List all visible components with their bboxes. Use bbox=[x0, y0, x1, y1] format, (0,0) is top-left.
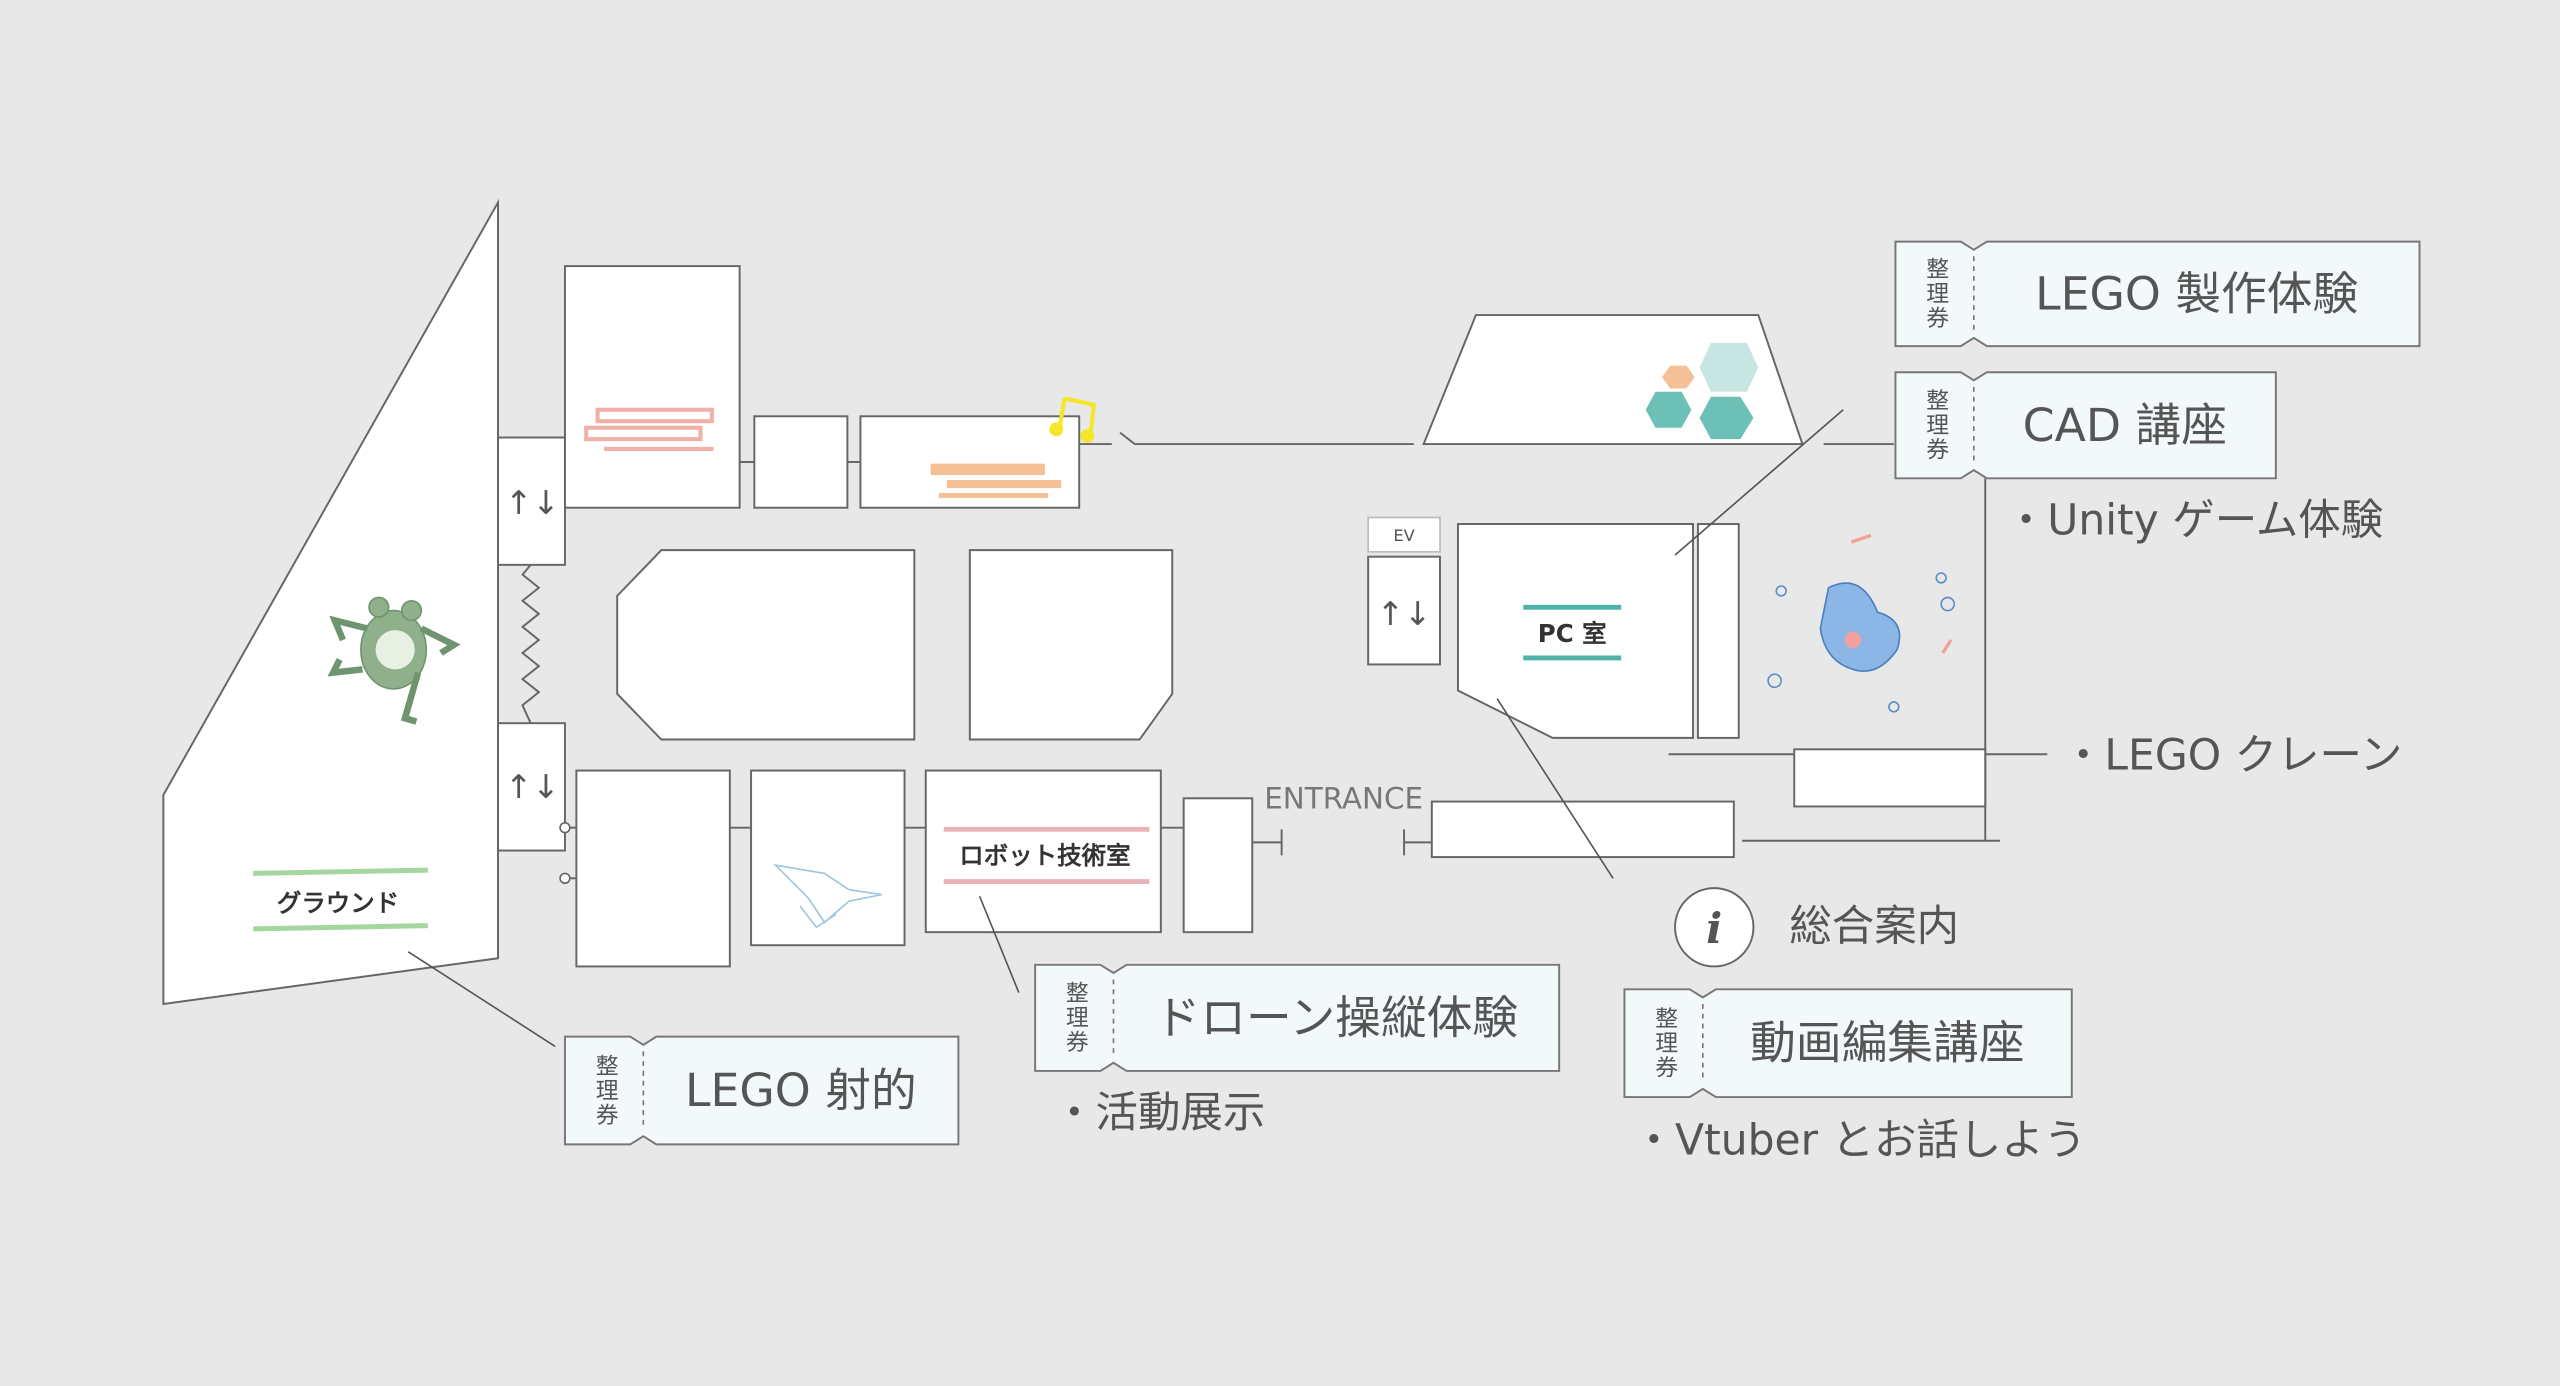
ticket-shape bbox=[1034, 963, 1561, 1072]
pink-stripes bbox=[584, 407, 714, 451]
room-entrance-hall[interactable] bbox=[1430, 800, 1735, 859]
door-marker bbox=[559, 821, 571, 834]
leader-line bbox=[1496, 698, 1614, 879]
ticket-label: ドローン操縦体験 bbox=[1155, 991, 1518, 1044]
ground-area[interactable] bbox=[162, 198, 500, 1006]
pc-room-label: PC 室 bbox=[1538, 619, 1607, 648]
bullet-vtuber: ・Vtuber とお話しよう bbox=[1633, 1117, 2087, 1166]
room-lego-crane[interactable] bbox=[1793, 748, 1987, 808]
room-small[interactable] bbox=[753, 415, 849, 509]
ticket-cad[interactable]: 整理券 CAD 講座 bbox=[1894, 371, 2277, 480]
drone-icon bbox=[773, 864, 882, 929]
room-bottom-small[interactable] bbox=[1182, 797, 1254, 934]
leader-line bbox=[1674, 409, 1844, 556]
ticket-stub-label: 整理券 bbox=[1922, 257, 1949, 330]
stairs-lower[interactable] bbox=[497, 722, 566, 852]
orange-stripes bbox=[930, 463, 1062, 498]
room-music-1[interactable] bbox=[563, 265, 741, 509]
ticket-stub-label: 整理券 bbox=[1651, 1006, 1678, 1079]
elevator-icon: ↑↓ bbox=[1377, 595, 1432, 633]
room-bottom-1[interactable] bbox=[575, 769, 731, 968]
room-robot[interactable] bbox=[924, 769, 1162, 934]
ticket-stub-label: 整理券 bbox=[591, 1054, 618, 1127]
room-music-2[interactable] bbox=[859, 415, 1081, 509]
ground-label: グラウンド bbox=[277, 888, 399, 917]
leader-line bbox=[978, 895, 1020, 993]
zigzag-connector bbox=[520, 564, 541, 724]
ticket-lego-shooting[interactable]: 整理券 LEGO 射的 bbox=[563, 1035, 960, 1146]
ticket-drone[interactable]: 整理券 ドローン操縦体験 bbox=[1034, 963, 1561, 1072]
frog-icon bbox=[327, 596, 461, 725]
hexagon-icon bbox=[1645, 342, 1759, 440]
ticket-shape bbox=[563, 1035, 960, 1146]
elevator[interactable] bbox=[1367, 555, 1441, 666]
ticket-label: 動画編集講座 bbox=[1750, 1017, 2024, 1070]
bullet-lego-crane: ・LEGO クレーン bbox=[2062, 731, 2402, 780]
stairs-icon: ↑↓ bbox=[505, 484, 560, 522]
entrance-label: ENTRANCE bbox=[1264, 781, 1423, 815]
room-middle-1[interactable] bbox=[616, 549, 916, 741]
ticket-shape bbox=[1623, 988, 2073, 1099]
room-pc[interactable] bbox=[1456, 523, 1695, 739]
ticket-stub-label: 整理券 bbox=[1922, 389, 1949, 462]
ticket-label: LEGO 射的 bbox=[685, 1064, 917, 1117]
info-label: 総合案内 bbox=[1789, 903, 1959, 952]
butterfly-character-icon bbox=[1767, 533, 1956, 713]
stairs-icon: ↑↓ bbox=[505, 768, 560, 806]
bullet-unity: ・Unity ゲーム体験 bbox=[2005, 496, 2383, 545]
robot-room-label: ロボット技術室 bbox=[959, 841, 1130, 870]
info-icon-glyph: i bbox=[1706, 904, 1722, 954]
music-note-icon bbox=[1049, 396, 1097, 443]
ev-label-box bbox=[1367, 516, 1441, 553]
door-marker bbox=[559, 872, 571, 885]
ground-label-line-top bbox=[253, 867, 428, 876]
corridor-wall-top bbox=[1119, 431, 1414, 446]
stairs-upper[interactable] bbox=[497, 436, 566, 566]
ticket-shape bbox=[1894, 240, 2421, 348]
room-middle-2[interactable] bbox=[968, 549, 1174, 741]
room-narrow[interactable] bbox=[1696, 523, 1740, 739]
ticket-lego-making[interactable]: 整理券 LEGO 製作体験 bbox=[1894, 240, 2421, 348]
bullet-activity-display: ・活動展示 bbox=[1053, 1089, 1265, 1138]
ticket-stub-label: 整理券 bbox=[1061, 981, 1088, 1054]
ev-label: EV bbox=[1393, 526, 1415, 545]
leader-line bbox=[407, 951, 556, 1048]
entrance-door[interactable] bbox=[1252, 829, 1432, 856]
info-icon[interactable] bbox=[1674, 887, 1755, 968]
ticket-label: LEGO 製作体験 bbox=[2035, 267, 2358, 320]
ticket-label: CAD 講座 bbox=[2023, 399, 2227, 452]
room-drone[interactable] bbox=[750, 769, 906, 947]
ground-label-line-bottom bbox=[253, 923, 428, 932]
ticket-shape bbox=[1894, 371, 2277, 480]
ticket-video-editing[interactable]: 整理券 動画編集講座 bbox=[1623, 988, 2073, 1099]
